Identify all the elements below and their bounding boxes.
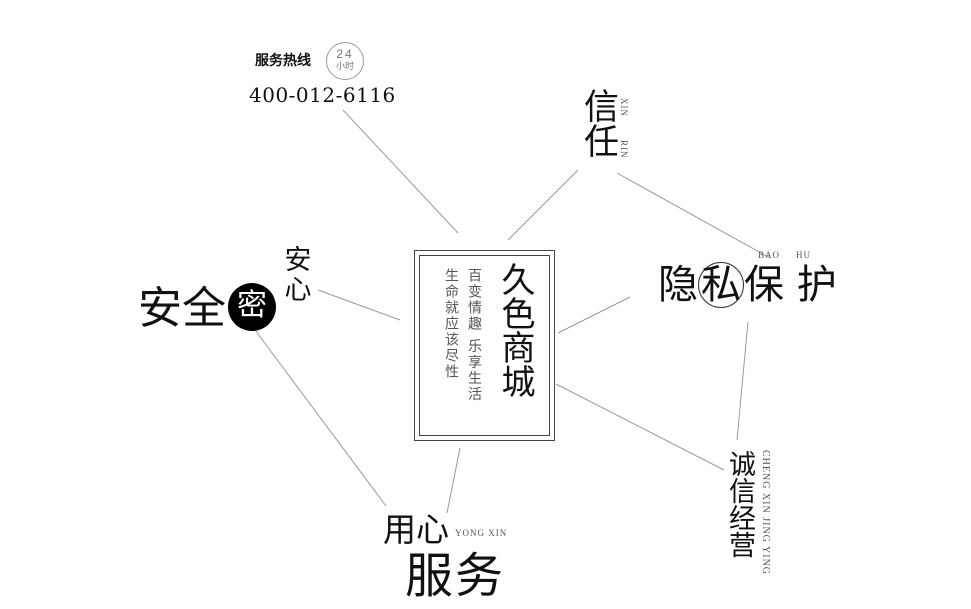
badge-number: 24 <box>336 47 354 61</box>
center-card <box>414 250 555 441</box>
integrity-pinyin: CHENG XIN JING YING <box>760 450 771 576</box>
trust-label: 信任 <box>578 88 618 158</box>
connector-trust-privacy <box>616 172 771 259</box>
center-slogan-2: 生命就应该尽性 <box>443 268 459 380</box>
privacy-pinyin-2: HU <box>796 250 811 260</box>
privacy-circled-char: 私 <box>698 262 744 308</box>
privacy-char-3: 保 <box>744 262 784 308</box>
trust-pinyin-1: XIN <box>619 98 629 117</box>
safety-small-label: 安心 <box>284 245 312 306</box>
center-slogan-1: 百变情趣 乐享生活 <box>466 268 482 403</box>
connector-hotline <box>342 109 459 234</box>
service-big-label: 服务 <box>405 548 506 604</box>
badge-unit: 小时 <box>335 61 354 71</box>
integrity-label: 诚信经营 <box>724 450 755 558</box>
connector-privacy-integrity <box>736 321 749 441</box>
hotline-24h-badge: 24 小时 <box>326 42 364 80</box>
privacy-char-1: 隐 <box>658 262 698 308</box>
service-small-label: 用心 <box>383 510 449 549</box>
hotline-label: 服务热线 <box>255 52 311 68</box>
privacy-pinyin-1: BAO <box>758 250 781 260</box>
safety-circled-char: 密 <box>228 283 276 331</box>
trust-pinyin-2: RIN <box>619 140 629 159</box>
privacy-label: 隐私保 护 <box>658 260 837 310</box>
connector-integrity <box>555 383 725 471</box>
center-card-inner-border <box>419 255 550 436</box>
connector-trust <box>507 169 579 241</box>
connector-safety <box>317 289 401 321</box>
hotline-number[interactable]: 400-012-6116 <box>249 83 396 107</box>
safety-label: 安全密 <box>138 272 276 336</box>
privacy-char-4: 护 <box>796 262 837 308</box>
safety-text: 安全 <box>138 283 226 334</box>
connector-service <box>446 447 461 514</box>
center-title: 久色商城 <box>495 262 535 398</box>
service-pinyin: YONG XIN <box>455 528 508 538</box>
connector-privacy <box>557 296 631 334</box>
connector-safety-service <box>254 329 387 507</box>
